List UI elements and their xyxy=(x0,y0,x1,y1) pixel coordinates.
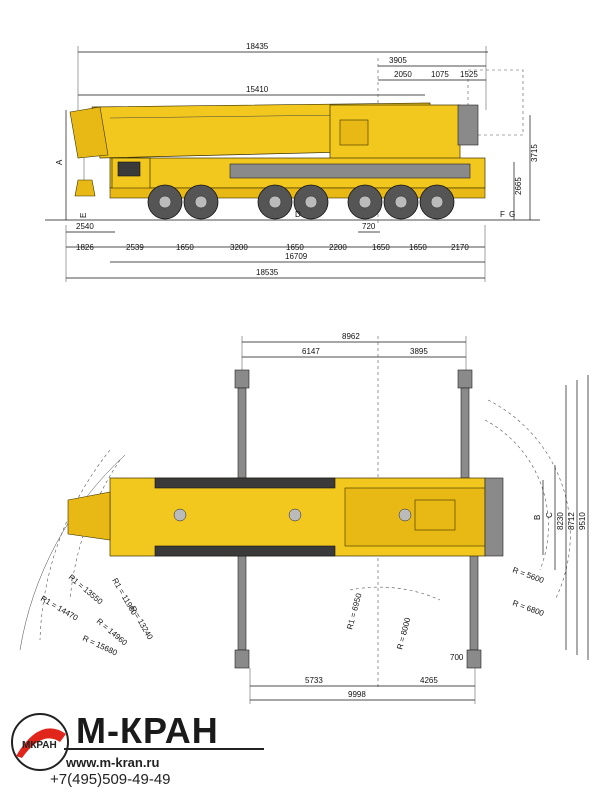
arc-center xyxy=(349,586,441,601)
logo-swoosh xyxy=(16,728,66,758)
hub-5 xyxy=(358,195,372,209)
dim-9510: 9510 xyxy=(578,512,587,530)
letter-d: D xyxy=(295,210,301,219)
outrigger-pad-fr xyxy=(457,369,473,389)
letter-e: E xyxy=(79,213,88,218)
hub-7 xyxy=(430,195,444,209)
counterweight xyxy=(457,104,479,146)
outriggers xyxy=(234,369,482,669)
outrigger-beam-fl xyxy=(237,387,247,479)
radius-r-8000: R = 8000 xyxy=(395,616,412,650)
arc-r1-left-1 xyxy=(69,459,121,601)
arc-right-1 xyxy=(484,419,549,571)
letter-a: A xyxy=(55,159,64,165)
dim-1650-d: 1650 xyxy=(409,243,427,252)
side-view: 18435 3905 2050 1075 1525 15410 xyxy=(45,42,540,282)
winch-top xyxy=(414,499,456,531)
radius-r1-6950: R1 = 6950 xyxy=(345,592,363,631)
arc-right-2 xyxy=(487,399,571,601)
dim-700: 700 xyxy=(450,653,464,662)
dim-9998: 9998 xyxy=(348,690,366,699)
dim-2539: 2539 xyxy=(126,243,144,252)
dim-1826: 1826 xyxy=(76,243,94,252)
dim-2170: 2170 xyxy=(451,243,469,252)
phone-number[interactable]: +7(495)509-49-49 xyxy=(50,771,171,788)
dim-1525: 1525 xyxy=(460,70,478,79)
outrigger-beam-rr xyxy=(469,554,479,651)
outrigger-pad-fl xyxy=(234,369,250,389)
dim-2050: 2050 xyxy=(394,70,412,79)
dim-6147: 6147 xyxy=(302,347,320,356)
brand-name: М-КРАН xyxy=(76,710,219,751)
letter-g: G xyxy=(509,210,515,219)
crane-cab xyxy=(339,119,369,146)
carrier-deck xyxy=(229,163,471,179)
superstructure xyxy=(329,104,461,161)
radius-r-13240: R = 13240 xyxy=(128,605,155,642)
dim-3905: 3905 xyxy=(389,56,407,65)
boom-head-top xyxy=(67,491,111,541)
dim-18535: 18535 xyxy=(256,268,279,277)
hub-6 xyxy=(394,195,408,209)
radius-r-5600: R = 5600 xyxy=(511,565,545,585)
hook-block xyxy=(74,179,96,197)
logo-circle xyxy=(11,713,69,771)
brand-underline xyxy=(64,748,264,750)
dim-8962: 8962 xyxy=(342,332,360,341)
dim-2200: 2200 xyxy=(329,243,347,252)
dim-1650-b: 1650 xyxy=(286,243,304,252)
dim-5733: 5733 xyxy=(305,676,323,685)
outrigger-pad-rr xyxy=(466,649,482,669)
website-link[interactable]: www.m-kran.ru xyxy=(66,755,160,770)
dim-720: 720 xyxy=(362,222,376,231)
outrigger-beam-rl xyxy=(237,554,247,651)
boom-head xyxy=(69,106,109,159)
axles xyxy=(147,184,455,220)
chassis-hole-3 xyxy=(398,508,412,522)
dim-8712: 8712 xyxy=(567,512,576,530)
dim-1075: 1075 xyxy=(431,70,449,79)
top-view: 8962 6147 3895 xyxy=(19,332,589,704)
hub-4 xyxy=(304,195,318,209)
dim-4265: 4265 xyxy=(420,676,438,685)
hub-3 xyxy=(268,195,282,209)
dim-18435: 18435 xyxy=(246,42,269,51)
logo-text: МКРАН xyxy=(22,740,57,751)
chassis-hole-2 xyxy=(288,508,302,522)
chassis-bottom-rail xyxy=(154,545,336,557)
dim-1650-a: 1650 xyxy=(176,243,194,252)
dim-8230: 8230 xyxy=(556,512,565,530)
dim-3895: 3895 xyxy=(410,347,428,356)
m-kran-logo: МКРАН xyxy=(11,713,69,771)
dim-15410: 15410 xyxy=(246,85,269,94)
hub-2 xyxy=(194,195,208,209)
letter-f: F xyxy=(500,210,505,219)
dim-3200: 3200 xyxy=(230,243,248,252)
dim-16709: 16709 xyxy=(285,252,308,261)
dim-c: C xyxy=(545,512,554,518)
dim-b: B xyxy=(533,515,542,520)
dim-2540: 2540 xyxy=(76,222,94,231)
arc-r-left xyxy=(19,454,126,651)
outrigger-pad-rl xyxy=(234,649,250,669)
radius-r1-13550: R1 = 13550 xyxy=(67,573,105,607)
dim-2665: 2665 xyxy=(514,177,523,195)
arc-r1-left-2 xyxy=(39,449,111,641)
dim-1650-c: 1650 xyxy=(372,243,390,252)
radius-r-6800: R = 6800 xyxy=(511,598,545,618)
hub-1 xyxy=(158,195,172,209)
cab-window xyxy=(117,161,141,177)
counterweight-top xyxy=(484,477,504,557)
outrigger-beam-fr xyxy=(460,387,470,479)
dim-3715: 3715 xyxy=(530,144,539,162)
chassis-hole-1 xyxy=(173,508,187,522)
radius-r1-14470: R1 = 14470 xyxy=(39,594,80,623)
chassis-top-rail xyxy=(154,477,336,489)
